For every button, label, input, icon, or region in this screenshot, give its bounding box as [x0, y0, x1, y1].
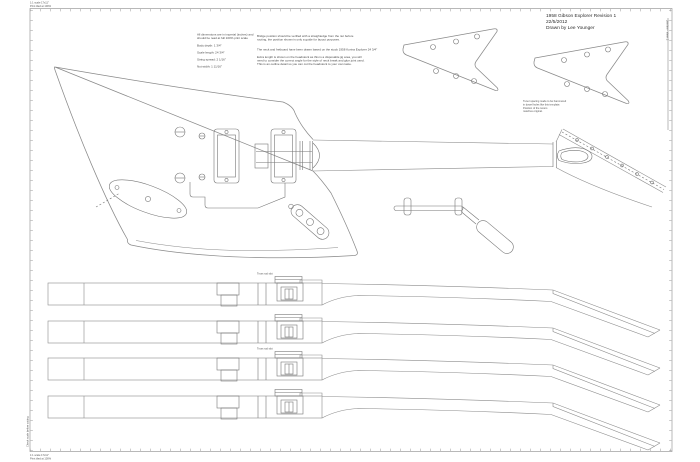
drawing-date: 22/5/2012	[546, 19, 568, 25]
print-mark-right-vertical: Join line - sheet 2	[666, 20, 670, 41]
side-note-1: Tuner spacing made to be hammered	[523, 99, 567, 103]
print-mark-bottom-left-1: 1:1 scale 17x11"	[30, 453, 49, 457]
neck-profile-row-4	[47, 389, 661, 451]
print-mark-top-left-2: Print tiled at 100%	[30, 4, 52, 8]
switch-hole	[288, 203, 294, 210]
neck-row-3-label: Truss rod slot	[257, 347, 273, 351]
drawing-title: 1958 Gibson Explorer Revision 1	[546, 13, 616, 19]
jack-plate	[95, 179, 187, 219]
note-bridge-1: Bridge position should be verified with …	[257, 34, 354, 38]
notes-block: Bridge position should be verified with …	[257, 34, 377, 66]
note-headstock-2: need to consider the correct angle for t…	[257, 59, 365, 63]
spec-body-depth: Body depth: 1 3/4"	[197, 44, 222, 48]
pickguard-edge	[135, 240, 339, 251]
print-mark-left-vertical: Check scale before cutting	[26, 416, 30, 447]
note-headstock-1: Extra length is shown on the headstock a…	[257, 55, 362, 59]
body-outline	[54, 66, 358, 259]
truss-rod-assembly	[393, 197, 514, 254]
neck-profile-row-3	[47, 351, 661, 413]
side-note-2: in dowel holes like this template.	[523, 102, 560, 106]
border-rect	[29, 8, 673, 452]
ruler-ticks-top	[30, 9, 672, 12]
guitar-plan-view	[54, 66, 667, 259]
sheet-border	[29, 8, 673, 452]
note-headstock-3: This is an outline detail so you can cut…	[257, 62, 352, 66]
neck-pickup	[213, 128, 240, 184]
note-neck: The neck and fretboard have been drawn b…	[257, 48, 377, 52]
note-bridge-2: routing, the position shown is only a gu…	[257, 38, 340, 42]
truss-rod-cover	[557, 147, 593, 164]
spec-block: All dimensions are in imperial (inches) …	[197, 33, 254, 69]
title-block: 1958 Gibson Explorer Revision 1 22/5/201…	[546, 13, 616, 31]
ruler-ticks-left	[30, 8, 33, 452]
bridge-pickup	[270, 128, 297, 184]
print-mark-bottom-left-2: Print tiled at 100%	[30, 457, 52, 461]
heel-curve	[312, 142, 320, 169]
bridge	[254, 143, 312, 169]
neck-profile-row-1	[47, 276, 661, 338]
headstock-face-front	[402, 28, 499, 91]
headstock-plan	[555, 128, 667, 208]
spec-scale-length: Scale length: 24 3/4"	[197, 51, 225, 55]
drawing-author: Drawn by Lee Younger	[546, 25, 595, 31]
spec-nut-width: Nut width: 1 11/16"	[197, 65, 222, 69]
headstock-face-rear	[533, 41, 630, 104]
knob-plate	[288, 203, 330, 240]
spec-string-spread: String spread: 2 1/16"	[197, 58, 226, 62]
spec-intro-1: All dimensions are in imperial (inches) …	[197, 33, 254, 37]
print-mark-top-left-1: 1:1 scale 17x11"	[30, 1, 49, 5]
headstock-face-views	[402, 28, 630, 104]
side-note-4: matches original.	[523, 109, 543, 113]
neck-profile-rows: Truss rod slot Truss rod slot	[47, 272, 661, 451]
ruler-ticks-right	[669, 8, 672, 452]
neck-profile-row-2	[47, 314, 661, 376]
stud-holes	[174, 126, 206, 184]
neck	[299, 139, 557, 172]
neck-row-1-label: Truss rod slot	[257, 272, 273, 276]
print-marks: 1:1 scale 17x11" Print tiled at 100% 1:1…	[26, 1, 670, 461]
control-rout	[189, 182, 286, 209]
ruler-ticks-bottom	[30, 448, 672, 451]
spec-intro-2: should be read at full 100% print scale	[197, 36, 248, 40]
side-note-3: Position of the tuners	[523, 106, 548, 110]
side-note: Tuner spacing made to be hammered in dow…	[523, 99, 567, 113]
